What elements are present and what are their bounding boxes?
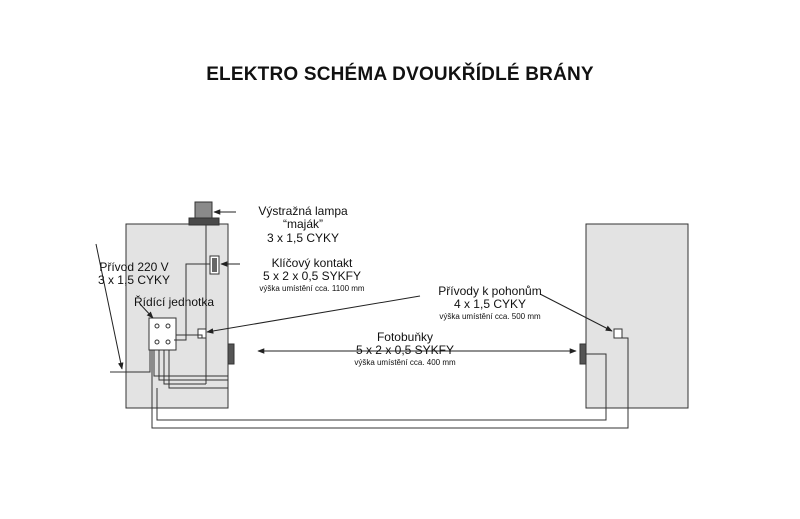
lamp-label-line1: Výstražná lampa “maják” (258, 204, 348, 232)
left-gate-pillar (125, 223, 229, 409)
motors-label-line2: 4 x 1,5 CYKY (453, 297, 527, 312)
control-unit-box (148, 317, 177, 351)
photocell-left (227, 343, 235, 365)
key-label-line1: Klíčový kontakt (271, 256, 353, 270)
control-unit-label: Řídící jednotka (133, 295, 215, 309)
photo-label-line1: Fotobuňky (376, 330, 434, 344)
diagram-title: ELEKTRO SCHÉMA DVOUKŘÍDLÉ BRÁNY (206, 64, 594, 85)
lamp-label: Výstražná lampa “maják” 3 x 1,5 CYKY (238, 204, 368, 245)
photo-label-line2: 5 x 2 x 0,5 SYKFY (355, 343, 455, 358)
motors-label: Přívody k pohonům 4 x 1,5 CYKY výška umí… (420, 284, 560, 321)
motors-label-line1: Přívody k pohonům (438, 284, 542, 298)
warning-lamp (194, 201, 213, 220)
photocells-label: Fotobuňky 5 x 2 x 0,5 SYKFY výška umístě… (330, 330, 480, 367)
right-gate-pillar (585, 223, 689, 409)
key-label-line3: výška umístění cca. 1100 mm (259, 283, 365, 293)
photo-label-line3: výška umístění cca. 400 mm (354, 357, 456, 367)
supply-label: Přívod 220 V 3 x 1,5 CYKY (84, 260, 184, 288)
motors-label-line3: výška umístění cca. 500 mm (439, 311, 541, 321)
photocell-right (579, 343, 587, 365)
supply-label-line2: 3 x 1,5 CYKY (97, 273, 171, 288)
supply-label-line1: Přívod 220 V (99, 260, 169, 274)
warning-lamp-base (188, 217, 220, 226)
key-label-line2: 5 x 2 x 0,5 SYKFY (262, 269, 362, 284)
key-contact-label: Klíčový kontakt 5 x 2 x 0,5 SYKFY výška … (232, 256, 392, 293)
lamp-label-line2: 3 x 1,5 CYKY (266, 230, 340, 245)
motor-junction-box-right (613, 328, 623, 339)
